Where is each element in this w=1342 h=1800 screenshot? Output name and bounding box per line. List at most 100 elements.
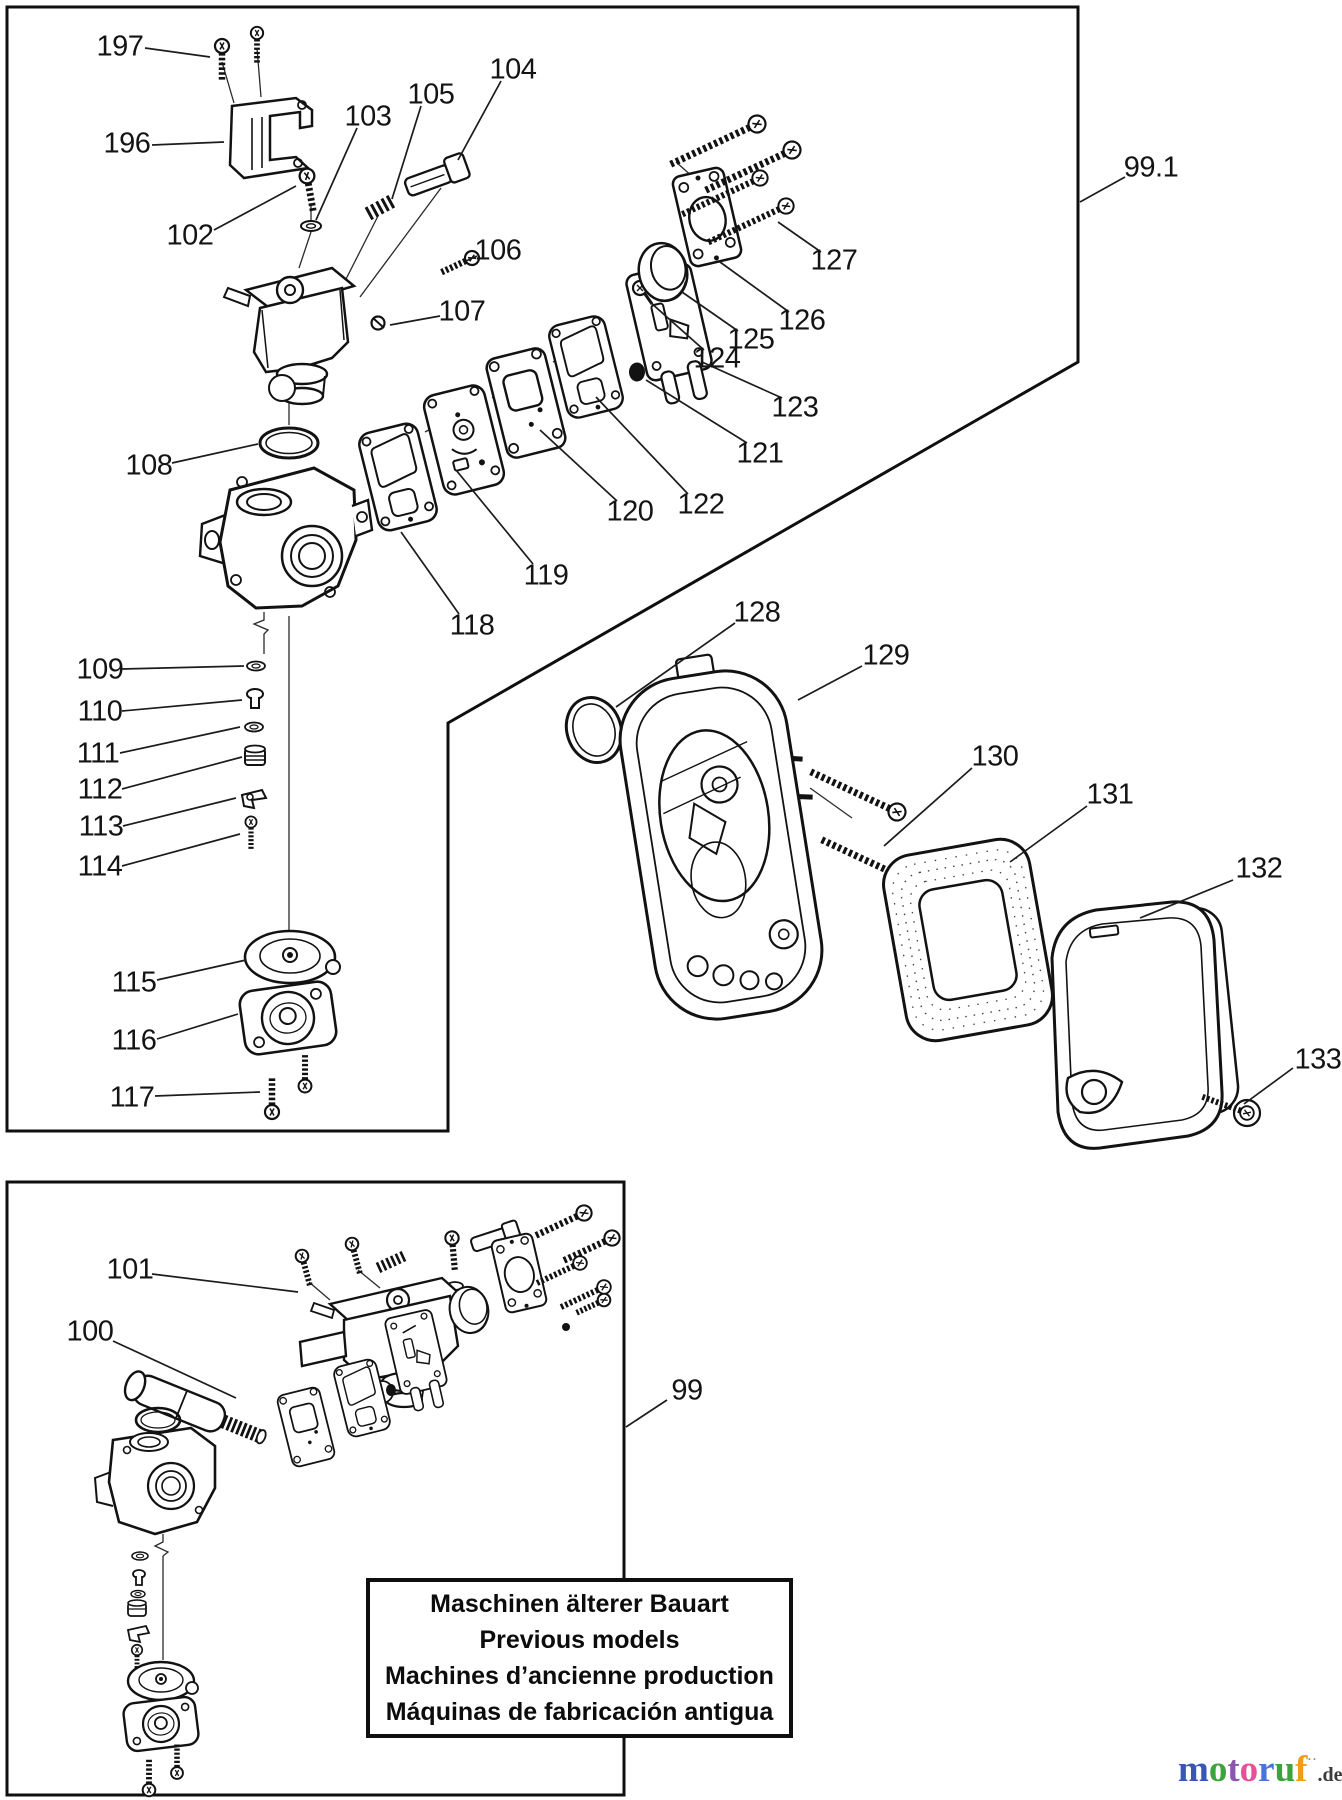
part-label-119: 119 — [523, 559, 569, 592]
part-label-106: 106 — [474, 234, 522, 267]
part-label-117: 117 — [109, 1081, 155, 1114]
part-label-99-1: 99.1 — [1123, 151, 1179, 184]
leader-106 — [465, 255, 478, 262]
part-old-small-parts — [126, 1551, 151, 1676]
part-old-cover — [122, 1695, 200, 1753]
leader-99-1 — [1079, 176, 1126, 203]
leader-122 — [595, 396, 689, 495]
leader-130 — [883, 767, 973, 847]
part-old-spring — [375, 1251, 407, 1273]
part-105-spring — [364, 193, 398, 221]
part-label-123: 123 — [771, 391, 819, 424]
leader-117 — [154, 1091, 261, 1097]
part-label-197: 197 — [96, 30, 144, 63]
note-line-fr: Machines d’ancienne production — [385, 1662, 774, 1690]
part-108-oring — [258, 426, 320, 460]
part-label-102: 102 — [166, 219, 214, 252]
logo-letter-r: r — [1258, 1749, 1275, 1790]
part-129-air-filter-base — [618, 653, 824, 1021]
leader-129 — [797, 665, 863, 701]
part-label-120: 120 — [606, 495, 654, 528]
part-110-inlet-valve — [246, 688, 264, 709]
part-196-bracket — [228, 96, 314, 180]
part-old-gasket-chain — [275, 1231, 549, 1469]
motoruf-logo: motoruf··.de — [1178, 1748, 1342, 1791]
leader-196 — [151, 141, 225, 146]
part-label-110: 110 — [77, 695, 123, 728]
note-line-de: Maschinen älterer Bauart — [430, 1590, 729, 1618]
part-upper-throttle-body — [222, 266, 357, 406]
part-label-113: 113 — [78, 810, 124, 843]
leader-123 — [701, 361, 783, 399]
leader-126 — [719, 261, 790, 313]
part-label-118: 118 — [449, 609, 495, 642]
part-197-screws — [215, 27, 263, 80]
box-99-1-border — [5, 5, 1080, 1133]
part-label-103: 103 — [344, 100, 392, 133]
part-old-cover-screws — [143, 1744, 183, 1796]
part-label-132: 132 — [1235, 852, 1283, 885]
part-label-115: 115 — [111, 966, 157, 999]
part-label-101: 101 — [106, 1253, 154, 1286]
part-label-133: 133 — [1294, 1043, 1342, 1076]
leader-108 — [171, 443, 259, 464]
part-113-metering-lever — [240, 788, 268, 810]
part-109-washer — [246, 660, 266, 672]
part-126-flange-gasket — [670, 165, 744, 269]
part-116-pump-cover — [238, 980, 338, 1056]
part-133-screw — [1200, 1090, 1262, 1128]
note-line-en: Previous models — [479, 1626, 680, 1654]
part-label-109: 109 — [76, 653, 124, 686]
logo-letter-f: f — [1295, 1749, 1308, 1790]
part-label-121: 121 — [736, 437, 784, 470]
part-main-carburetor-body — [198, 466, 374, 610]
part-label-105: 105 — [407, 78, 455, 111]
note-line-es: Máquinas de fabricación antigua — [385, 1698, 774, 1726]
part-label-107: 107 — [438, 295, 486, 328]
part-label-122: 122 — [677, 488, 725, 521]
logo-letter-m: m — [1178, 1749, 1209, 1790]
leader-105 — [391, 105, 422, 200]
part-old-needle-screw — [445, 1231, 463, 1291]
leader-102 — [213, 185, 297, 231]
box-99-border — [5, 1180, 626, 1797]
part-label-196: 196 — [103, 127, 151, 160]
part-label-128: 128 — [733, 596, 781, 629]
leader-120 — [539, 429, 618, 502]
logo-letter-o2: o — [1239, 1749, 1259, 1790]
part-label-130: 130 — [971, 740, 1019, 773]
part-label-127: 127 — [810, 244, 858, 277]
part-label-99: 99 — [671, 1374, 703, 1407]
part-103-washer — [300, 220, 322, 232]
logo-domain-suffix: .de — [1317, 1764, 1342, 1786]
part-label-112: 112 — [77, 773, 123, 806]
leader-109 — [121, 665, 245, 670]
logo-tm-dots: ·· — [1307, 1752, 1318, 1766]
leader-128 — [615, 622, 736, 708]
part-old-diaphragm — [126, 1660, 199, 1702]
part-128-seal-ring — [564, 696, 624, 764]
part-label-108: 108 — [125, 449, 173, 482]
part-117-screws — [265, 1055, 311, 1119]
part-131-filter-element — [882, 837, 1054, 1043]
leader-104 — [457, 80, 502, 161]
part-old-main-body — [93, 1426, 217, 1536]
part-label-131: 131 — [1086, 778, 1134, 811]
part-label-126: 126 — [778, 304, 826, 337]
leader-111 — [119, 726, 241, 754]
part-label-124: 124 — [693, 342, 741, 375]
part-label-104: 104 — [489, 53, 537, 86]
part-old-oring — [134, 1406, 182, 1434]
part-115-diaphragm — [243, 929, 341, 985]
logo-letter-t: t — [1227, 1749, 1240, 1790]
part-132-filter-cover — [1050, 900, 1240, 1150]
leader-107 — [389, 315, 441, 326]
leader-112 — [121, 756, 243, 790]
leader-131 — [1009, 805, 1088, 863]
part-112-nut — [244, 744, 266, 766]
leader-114 — [121, 833, 241, 867]
part-122-gasket — [545, 312, 627, 422]
part-102-screw — [298, 167, 320, 212]
